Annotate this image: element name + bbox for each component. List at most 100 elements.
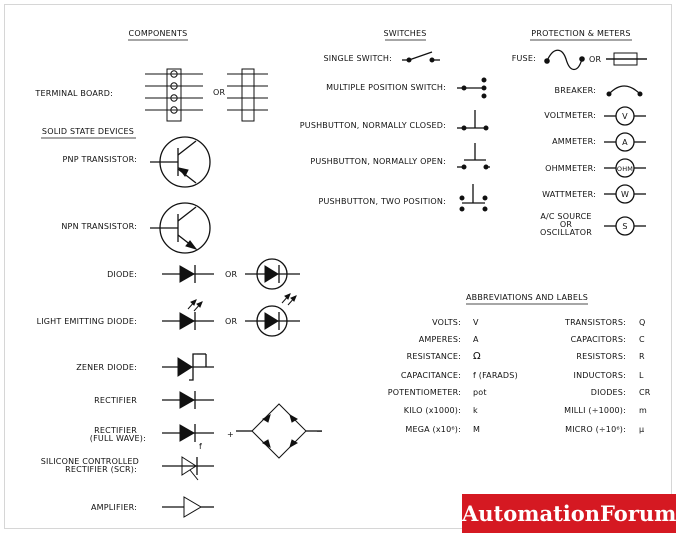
label-voltmeter: VOLTMETER: xyxy=(544,111,596,120)
label-pushbutton-two-position: PUSHBUTTON, TWO POSITION: xyxy=(318,197,446,206)
pnp-transistor-symbol xyxy=(150,136,211,188)
label-scr-2: RECTIFIER (SCR): xyxy=(65,465,137,474)
led-symbol xyxy=(162,299,214,330)
abbr-left-value-6: M xyxy=(473,425,480,434)
ohmmeter-letter: OHM xyxy=(617,165,633,173)
label-pushbutton-no: PUSHBUTTON, NORMALLY OPEN: xyxy=(310,157,446,166)
fuse-alt-symbol xyxy=(606,52,647,66)
abbr-right-value-6: μ xyxy=(639,425,644,434)
abbr-right-label-5: MILLI (÷1000): xyxy=(564,406,626,415)
label-pushbutton-nc: PUSHBUTTON, NORMALLY CLOSED: xyxy=(300,121,446,130)
abbr-left-value-3: f (FARADS) xyxy=(473,371,518,380)
label-ammeter: AMMETER: xyxy=(552,137,596,146)
terminal-board-alt-symbol xyxy=(227,68,268,122)
abbr-right-value-4: CR xyxy=(639,388,651,397)
label-amplifier: AMPLIFIER: xyxy=(91,503,137,512)
diagram-frame xyxy=(4,4,672,529)
header-switches: SWITCHES xyxy=(383,29,426,38)
or-fuse: OR xyxy=(589,55,601,64)
label-ohmmeter: OHMMETER: xyxy=(545,164,596,173)
abbr-left-value-0: V xyxy=(473,318,479,327)
label-single-switch: SINGLE SWITCH: xyxy=(323,54,392,63)
abbr-left-label-6: MEGA (x10⁶): xyxy=(405,425,461,434)
or-diode: OR xyxy=(225,270,237,279)
terminal-board-symbol xyxy=(145,68,203,122)
label-rectifier: RECTIFIER xyxy=(94,396,137,405)
label-led: LIGHT EMITTING DIODE: xyxy=(37,317,137,326)
abbr-right-label-6: MICRO (÷10⁶): xyxy=(565,425,626,434)
led-alt-symbol xyxy=(245,293,300,337)
label-ac-source-1: A/C SOURCE xyxy=(540,212,591,221)
f-label: f xyxy=(199,442,202,451)
pushbutton-two-position-symbol xyxy=(459,184,488,212)
breaker-symbol xyxy=(606,85,643,97)
abbr-left-label-3: CAPACITANCE: xyxy=(401,371,461,380)
bridge-rectifier-symbol xyxy=(236,403,322,459)
pushbutton-nc-symbol xyxy=(457,110,489,131)
header-components: COMPONENTS xyxy=(129,29,188,38)
abbr-right-value-1: C xyxy=(639,335,645,344)
ac-source-letter: S xyxy=(622,222,627,231)
ohmmeter-symbol xyxy=(604,158,646,178)
abbr-right-label-1: CAPACITORS: xyxy=(571,335,626,344)
ammeter-letter: A xyxy=(622,138,628,147)
abbr-left-label-4: POTENTIOMETER: xyxy=(388,388,461,397)
abbr-right-label-0: TRANSISTORS: xyxy=(564,318,626,327)
scr-symbol xyxy=(162,456,214,481)
abbr-right-value-0: Q xyxy=(639,318,646,327)
abbr-left-label-0: VOLTS: xyxy=(432,318,461,327)
label-pnp-transistor: PNP TRANSISTOR: xyxy=(63,155,137,164)
label-ac-source-3: OSCILLATOR xyxy=(540,228,592,237)
abbr-left-value-5: k xyxy=(473,406,478,415)
label-diode: DIODE: xyxy=(107,270,137,279)
abbr-left-label-1: AMPERES: xyxy=(419,335,461,344)
wattmeter-letter: W xyxy=(621,190,629,199)
label-breaker: BREAKER: xyxy=(555,86,596,95)
abbr-right-label-3: INDUCTORS: xyxy=(574,371,626,380)
label-fuse: FUSE: xyxy=(512,54,536,63)
abbr-left-label-2: RESISTANCE: xyxy=(407,352,461,361)
plus-sign: + xyxy=(227,430,234,439)
voltmeter-symbol xyxy=(604,106,646,126)
or-terminal: OR xyxy=(213,88,225,97)
amplifier-symbol xyxy=(162,496,214,518)
npn-transistor-symbol xyxy=(150,202,211,254)
abbr-right-label-4: DIODES: xyxy=(591,388,626,397)
label-wattmeter: WATTMETER: xyxy=(542,190,596,199)
label-scr-1: SILICONE CONTROLLED xyxy=(41,457,139,466)
rectifier-full-wave-symbol xyxy=(162,424,214,442)
multiple-position-switch-symbol xyxy=(457,77,487,99)
header-abbreviations: ABBREVIATIONS AND LABELS xyxy=(466,293,588,302)
ammeter-symbol xyxy=(604,132,646,152)
single-switch-symbol xyxy=(402,51,440,63)
abbr-left-label-5: KILO (x1000): xyxy=(404,406,461,415)
abbreviations-right-column: TRANSISTORS: Q CAPACITORS: C RESISTORS: … xyxy=(564,318,651,434)
fuse-symbol xyxy=(544,49,585,71)
abbr-right-value-2: R xyxy=(639,352,645,361)
label-npn-transistor: NPN TRANSISTOR: xyxy=(61,222,137,231)
diode-alt-symbol xyxy=(245,258,300,290)
or-led: OR xyxy=(225,317,237,326)
abbreviations-left-column: VOLTS: V AMPERES: A RESISTANCE: Ω CAPACI… xyxy=(388,318,518,434)
label-terminal-board: TERMINAL BOARD: xyxy=(34,89,113,98)
header-protection: PROTECTION & METERS xyxy=(531,29,630,38)
zener-diode-symbol xyxy=(162,353,214,381)
label-rectifier-fw-1: RECTIFIER xyxy=(94,426,137,435)
pushbutton-no-symbol xyxy=(457,143,490,170)
label-multiple-position-switch: MULTIPLE POSITION SWITCH: xyxy=(326,83,446,92)
diode-symbol xyxy=(162,265,214,283)
abbr-left-value-1: A xyxy=(473,335,479,344)
label-zener-diode: ZENER DIODE: xyxy=(76,363,137,372)
abbr-right-label-2: RESISTORS: xyxy=(576,352,626,361)
label-ac-source-2: OR xyxy=(560,220,572,229)
abbr-right-value-3: L xyxy=(639,371,644,380)
abbr-left-value-2: Ω xyxy=(473,351,481,362)
rectifier-symbol xyxy=(162,391,214,409)
label-rectifier-fw-2: (FULL WAVE): xyxy=(90,434,146,443)
abbr-left-value-4: pot xyxy=(473,388,487,397)
ac-source-symbol xyxy=(604,216,646,236)
header-solid-state: SOLID STATE DEVICES xyxy=(42,127,134,136)
watermark-banner: AutomationForum.Co xyxy=(462,494,676,533)
voltmeter-letter: V xyxy=(622,112,628,121)
abbr-right-value-5: m xyxy=(639,406,647,415)
